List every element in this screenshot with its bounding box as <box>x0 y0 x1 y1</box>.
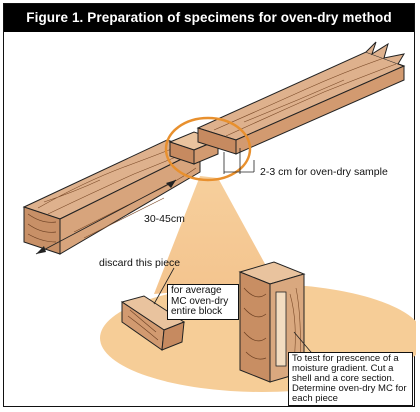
figure-title: Figure 1. Preparation of specimens for o… <box>4 4 414 32</box>
length-label: 30-45cm <box>144 213 185 225</box>
discard-label: discard this piece <box>99 257 181 269</box>
figure-frame: Figure 1. Preparation of specimens for o… <box>3 3 416 407</box>
highlight-cone <box>154 176 276 294</box>
average-note: for average MC oven-dry entire block <box>167 284 239 320</box>
wood-board <box>22 41 406 255</box>
sample-width-label: 2-3 cm for oven-dry sample <box>260 166 388 178</box>
gradient-note: To test for prescence of a moisture grad… <box>288 352 413 406</box>
focus-circle <box>164 116 252 182</box>
average-block <box>120 295 186 351</box>
